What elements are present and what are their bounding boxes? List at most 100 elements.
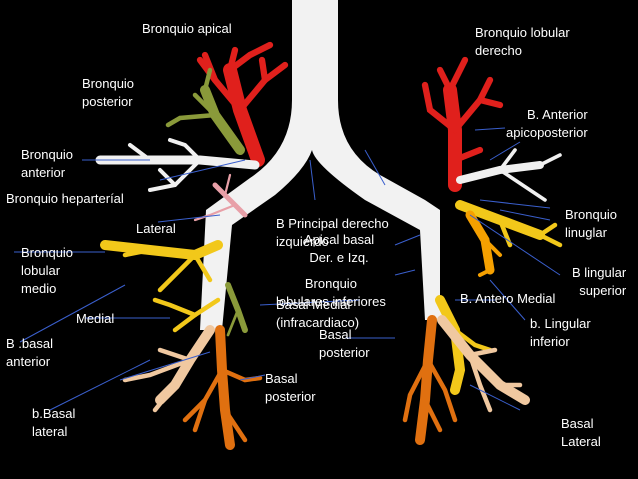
trachea-and-main-bronchi [200,0,445,330]
apical-bronchus [196,41,289,167]
label-b-lingular-inferior: b. Lingular inferior [530,316,591,349]
posterior-bronchus-branch [165,112,218,128]
pink-lateral-bronchus-branch [223,173,232,197]
pink-lateral-bronchus [193,173,248,222]
leader-line [309,159,316,201]
leader-line [49,359,151,411]
anterior-bronchus [95,137,260,193]
left-apicoposterior-bronchus-branch [446,56,469,94]
left-anterior-bronchus-branch [538,153,562,167]
label-bronquio-posterior: Bronquio posterior [82,76,135,109]
label-b-basal-anterior: B .basal anterior [6,336,53,369]
leader-line [394,234,421,246]
label-bronquio-anterior: Bronquio anterior [21,147,74,180]
label-basal-lateral-right: Basal Lateral [561,416,601,449]
label-bronquio-apical: Bronquio apical [142,21,232,36]
middle-lobe-bronchus-branch [152,297,198,318]
segmental-bronchi [95,41,563,450]
lingular-superior-bronchus-branch [537,222,558,238]
leader-line [469,384,521,411]
apical-bronchus-branch [258,56,269,84]
anterior-basal-bronchus-branch [222,407,248,443]
medial-basal-bronchus-branch [226,308,240,337]
left-apicoposterior-bronchus-branch [421,81,459,134]
label-bronquio-lobular-inferiores: Bronquio lobulares inferiores [276,276,386,309]
antero-medial-bronchus-branch [435,295,466,395]
leader-line [19,284,126,343]
middle-lobe-bronchus-branch [122,247,153,258]
middle-lobe-bronchus-branch [192,252,213,283]
label-b-antero-medial: B. Antero Medial [460,291,556,306]
left-lateral-basal-bronchus-branch [467,352,493,413]
posterior-bronchus-branch [192,92,218,118]
left-lateral-basal-bronchus-branch [467,347,498,358]
label-bronquio-linuglar: Bronquio linuglar [565,207,618,240]
leader-lines [14,127,561,411]
posterior-bronchus-branch [202,67,213,93]
anterior-basal-bronchus-branch [182,397,208,423]
lingular-inferior-bronchus [465,210,503,278]
lateral-basal-bronchus-branch [157,347,193,363]
antero-medial-bronchus [435,295,493,395]
label-b-anterior-apicoposterior: B. Anterior apicoposterior [506,107,588,140]
left-anterior-basal-bronchus-branch [425,357,458,423]
lateral-basal-bronchus [122,325,215,413]
label-bronquio-hiparterial: Bronquio heparteríal [6,191,124,206]
left-anterior-bronchus [456,148,562,202]
left-anterior-basal-bronchus-branch [422,397,443,433]
leader-line [259,299,361,306]
label-b-lingular-superior: B lingular superior [572,265,627,298]
label-apical-basal: Apical basal Der. e Izq. [304,232,375,265]
label-bronquio-lobular-derecho: Bronquio lobular derecho [475,25,570,58]
left-apicoposterior-bronchus-branch [443,83,462,192]
middle-lobe-bronchus-branch [157,252,198,293]
leader-line [159,159,246,181]
lingular-inferior-bronchus-branch [482,237,503,258]
posterior-bronchus [165,67,245,155]
label-basal-posterior-center: Basal posterior [319,327,370,360]
medial-basal-bronchus-branch [225,282,248,333]
medial-basal-bronchus [225,282,248,337]
lingular-superior-bronchus-branch [537,232,563,248]
leader-line [364,149,386,186]
left-apicoposterior-bronchus-branch [451,76,494,134]
antero-medial-bronchus-branch [452,327,493,353]
leader-line [479,199,551,209]
anterior-basal-bronchus-branch [192,367,225,433]
left-anterior-basal-bronchus-branch [415,315,437,445]
left-apicoposterior-bronchus [421,56,504,192]
label-basal-posterior-left: Basal posterior [265,371,316,404]
anterior-basal-bronchus-branch [215,325,235,450]
label-b-principal-derecho: B Principal derecho izquierdo [276,216,389,249]
leader-line [394,269,416,276]
leader-line [119,351,211,381]
leader-line [499,209,551,221]
leader-line [469,214,561,276]
leader-line [239,374,266,381]
left-apicoposterior-bronchus-branch [476,96,504,109]
left-anterior-bronchus-branch [498,168,547,202]
leader-line [157,214,221,223]
lateral-basal-bronchus-branch [122,357,193,383]
apical-bronchus-branch [226,41,274,74]
anterior-bronchus-branch [127,142,153,163]
apical-bronchus-branch [201,51,219,84]
middle-lobe-bronchus [100,240,223,333]
left-apicoposterior-bronchus-branch [451,146,484,164]
anterior-basal-bronchus-branch [219,367,263,383]
lingular-inferior-bronchus-branch [477,267,493,278]
pink-lateral-bronchus-branch [193,203,237,222]
label-medial: Medial [76,311,115,326]
label-bronquio-lobular-medio: Bronquio lobular medio [21,245,74,296]
lateral-basal-bronchus-branch [152,382,178,413]
leader-line [489,279,526,321]
label-b-basal-lateral: b.Basal lateral [32,406,76,439]
middle-lobe-bronchus-branch [100,240,223,261]
anterior-bronchus-branch [157,167,178,188]
label-lateral: Lateral [136,221,176,236]
left-anterior-basal-bronchus-branch [402,357,431,423]
anterior-bronchus-branch [95,155,260,170]
left-lateral-basal-bronchus-branch [437,315,530,405]
left-anterior-bronchus-branch [498,148,517,172]
